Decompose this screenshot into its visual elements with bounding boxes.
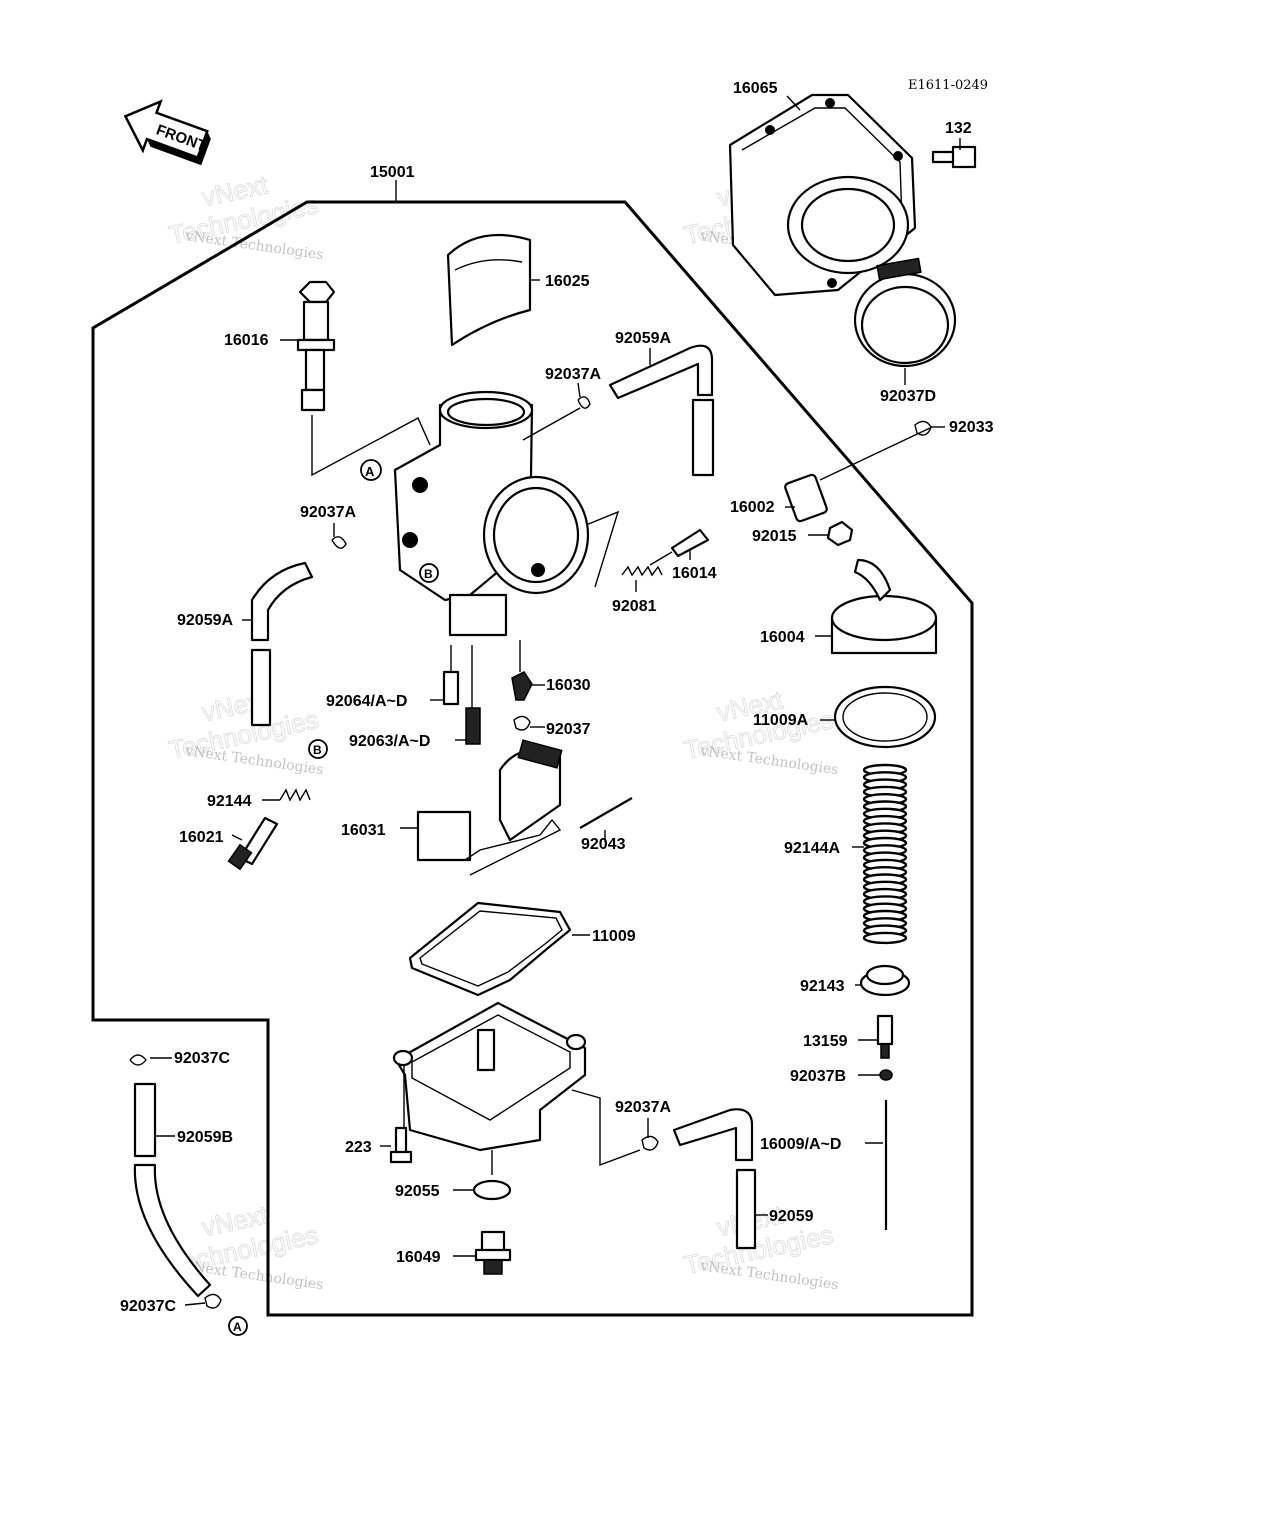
part-label: 92064/A~D [326, 693, 407, 710]
bolt-icon [931, 145, 977, 169]
circle-mark-b: B [419, 563, 439, 583]
float-pin-icon [579, 797, 633, 829]
part-label: 16014 [672, 565, 717, 582]
float-bowl-icon [392, 1001, 587, 1152]
svg-text:vNext Technologies: vNext Technologies [698, 743, 839, 778]
part-label: 16065 [733, 80, 778, 97]
part-label: 92059 [769, 1208, 814, 1225]
part-label: 92144A [784, 840, 840, 857]
diagram-code: E1611-0249 [908, 78, 988, 93]
part-label: 92081 [612, 598, 657, 615]
hose-icon [133, 1163, 212, 1298]
part-label: 223 [345, 1139, 372, 1156]
cable-adjuster-icon [296, 280, 336, 412]
cap-icon [830, 558, 938, 655]
part-labels: 16065 132 15001 16025 16016 92059A 92037… [120, 80, 994, 1315]
svg-text:vNext Technologies: vNext Technologies [698, 1258, 839, 1293]
part-label: 15001 [370, 164, 415, 181]
part-label: 92037D [880, 388, 936, 405]
part-label: 11009 [592, 928, 636, 945]
choke-knob-icon [784, 473, 828, 523]
jet-icon [465, 707, 481, 745]
part-label: 16004 [760, 629, 805, 646]
part-label: 92143 [800, 978, 845, 995]
spring-icon [621, 565, 663, 577]
part-label: 92037C [174, 1050, 230, 1067]
hose-icon [250, 561, 314, 642]
part-label: 11009A [753, 712, 809, 729]
part-label: 92144 [207, 793, 252, 810]
jet-icon [442, 670, 460, 706]
air-screw-icon [227, 816, 279, 871]
part-label: 16030 [546, 677, 591, 694]
carburetor-body-icon [393, 390, 590, 637]
part-label: 92059A [615, 330, 671, 347]
part-label: 16021 [179, 829, 224, 846]
part-label: 16002 [730, 499, 775, 516]
part-label: 92015 [752, 528, 797, 545]
float-icon [416, 739, 563, 876]
nut-icon [826, 520, 854, 547]
assembly-frame-15001 [91, 200, 974, 1317]
float-valve-icon [511, 671, 533, 701]
part-label: 92037C [120, 1298, 176, 1315]
hose-icon [608, 344, 714, 400]
intake-joint-icon [728, 93, 917, 297]
part-label: 92033 [949, 419, 994, 436]
spring-coil [862, 931, 908, 945]
part-label: 92037 [546, 721, 591, 738]
circle-mark-b: B [308, 739, 328, 759]
part-label: 13159 [803, 1033, 848, 1050]
o-ring-icon [833, 685, 937, 749]
spring-icon [862, 763, 908, 945]
gasket-icon [408, 901, 572, 997]
svg-text:B: B [313, 743, 322, 757]
hose-clamp-icon [853, 257, 957, 368]
part-label: 92059B [177, 1129, 233, 1146]
svg-text:A: A [365, 464, 375, 479]
leader-lines [150, 95, 961, 1306]
throttle-valve-icon [446, 233, 532, 347]
part-label: 16025 [545, 273, 590, 290]
circle-mark-a: A [360, 459, 382, 481]
svg-text:A: A [233, 1320, 242, 1334]
part-label: 16049 [396, 1249, 441, 1266]
part-label: 92037B [790, 1068, 846, 1085]
spring-icon [279, 788, 311, 802]
part-label: 132 [945, 120, 972, 137]
part-label: 92063/A~D [349, 733, 430, 750]
part-label: 16016 [224, 332, 269, 349]
pilot-screw-icon [649, 528, 710, 566]
hose-icon [133, 1082, 157, 1158]
front-arrow-icon: FRONT [123, 99, 211, 166]
circle-mark-a: A [228, 1316, 248, 1336]
drain-plug-icon [474, 1230, 512, 1275]
o-ring-icon [472, 1179, 512, 1201]
part-label: 92037A [545, 366, 601, 383]
part-label: 92037A [615, 1099, 671, 1116]
part-label: 92059A [177, 612, 233, 629]
screw-icon [389, 1126, 413, 1164]
svg-text:B: B [424, 567, 433, 581]
part-label: 92043 [581, 836, 626, 853]
part-label: 92055 [395, 1183, 440, 1200]
hose-icon [672, 1108, 754, 1162]
needle-holder-icon [876, 1014, 894, 1059]
part-label: 16031 [341, 822, 386, 839]
svg-text:vNext Technologies: vNext Technologies [183, 743, 324, 778]
part-label: 16009/A~D [760, 1136, 841, 1153]
part-label: 92037A [300, 504, 356, 521]
